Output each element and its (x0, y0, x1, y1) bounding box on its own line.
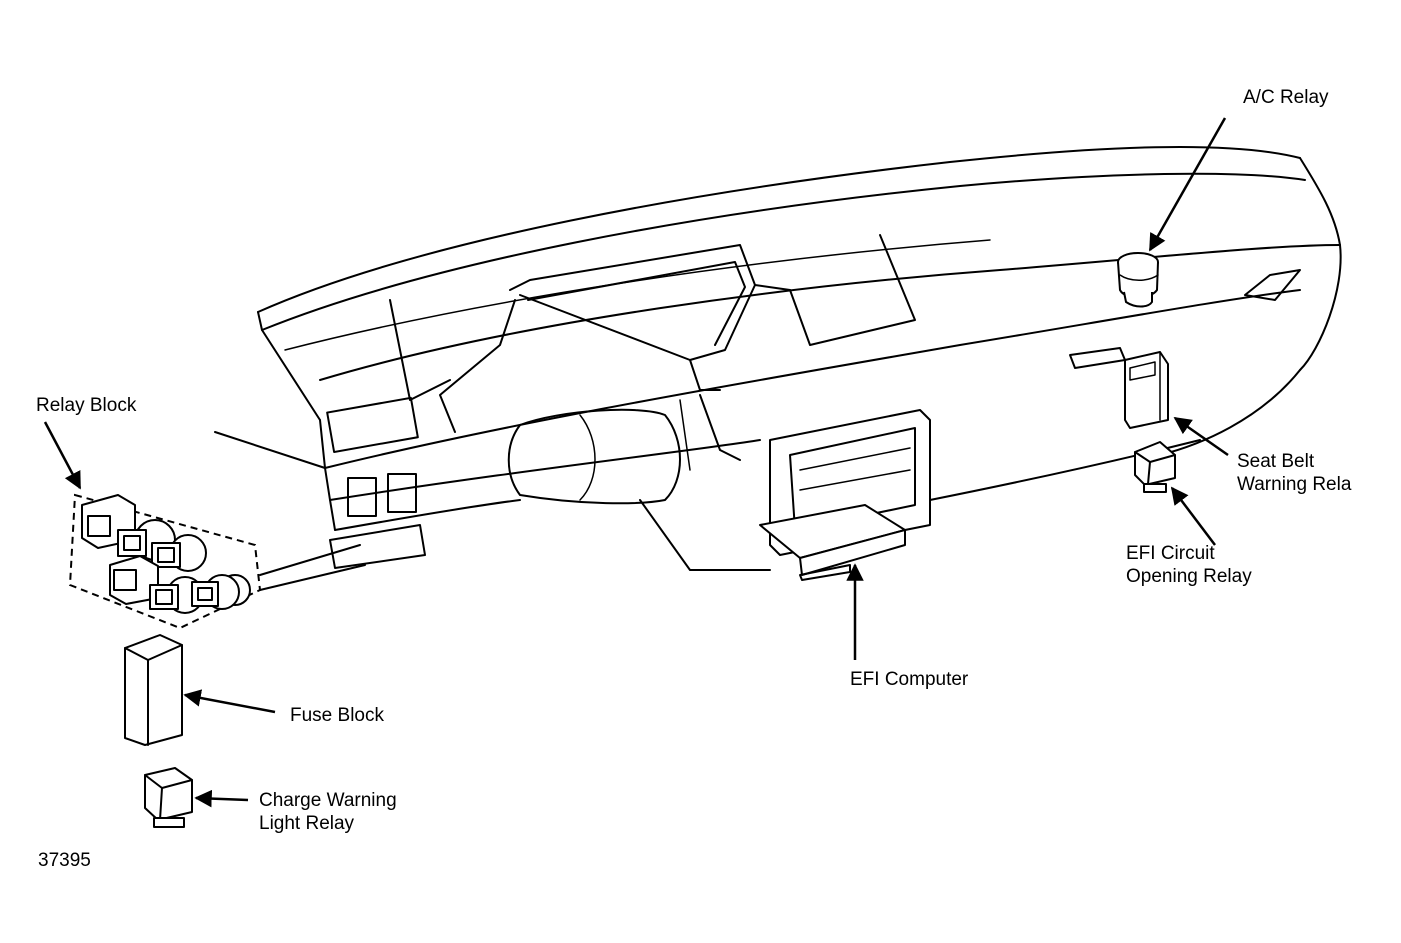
efi-computer (759, 409, 931, 581)
efi-circuit-label-line1: EFI Circuit (1126, 543, 1215, 564)
seat-belt-label-line2: Warning Rela (1237, 474, 1352, 495)
seat-belt-arrow (1173, 416, 1229, 457)
charge-warning-label-line2: Light Relay (259, 813, 355, 834)
efi-circuit-label-line2: Opening Relay (1126, 566, 1252, 587)
relay-block-leader-upper (259, 544, 361, 576)
relay-block-label: Relay Block (36, 395, 137, 416)
ac-relay-arrow (1148, 117, 1227, 252)
figure-number: 37395 (38, 850, 91, 871)
callout-arrows (43, 117, 1229, 808)
efi-circuit-arrow (1170, 486, 1216, 546)
ac-relay-component (1117, 252, 1159, 308)
fuse-block-arrow (183, 689, 276, 714)
dashboard-outline (214, 145, 1342, 571)
seat-belt-warning-relay-component (1124, 351, 1169, 429)
relay-block-arrow (43, 421, 82, 490)
relay-block-component (68, 493, 262, 630)
fuse-block-component (124, 634, 183, 746)
charge-warning-arrow (194, 789, 249, 808)
fuse-block-label: Fuse Block (290, 705, 384, 726)
seat-belt-label-line1: Seat Belt (1237, 451, 1315, 472)
efi-circuit-opening-relay-component (1134, 441, 1176, 493)
relay-block-leader-lower (259, 564, 366, 591)
charge-warning-label-line1: Charge Warning (259, 790, 397, 811)
charge-warning-light-relay-component (144, 767, 193, 828)
ac-relay-label: A/C Relay (1243, 87, 1329, 108)
efi-computer-label: EFI Computer (850, 669, 969, 690)
